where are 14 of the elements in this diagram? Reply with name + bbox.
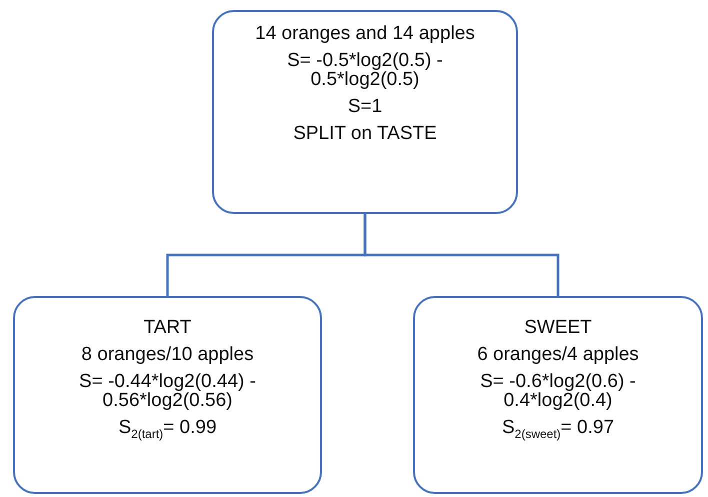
node-text: 14 oranges and 14 apples xyxy=(255,24,475,43)
node-text: 6 oranges/4 apples xyxy=(477,345,639,364)
node-text: SWEET xyxy=(524,318,592,337)
node-text: S= -0.44*log2(0.44) - 0.56*log2(0.56) xyxy=(78,372,257,410)
node-text: TART xyxy=(144,318,192,337)
node-text: SPLIT on TASTE xyxy=(293,124,437,143)
rounded-box xyxy=(212,10,518,214)
node-text: S=1 xyxy=(348,97,382,116)
node-text: 8 oranges/10 apples xyxy=(81,345,254,364)
rounded-box xyxy=(13,296,322,494)
node-text: S= -0.6*log2(0.6) - 0.4*log2(0.4) xyxy=(479,372,637,410)
connector-line xyxy=(364,214,560,296)
rounded-box xyxy=(413,296,703,494)
node-text: S= -0.5*log2(0.5) - 0.5*log2(0.5) xyxy=(286,51,444,89)
